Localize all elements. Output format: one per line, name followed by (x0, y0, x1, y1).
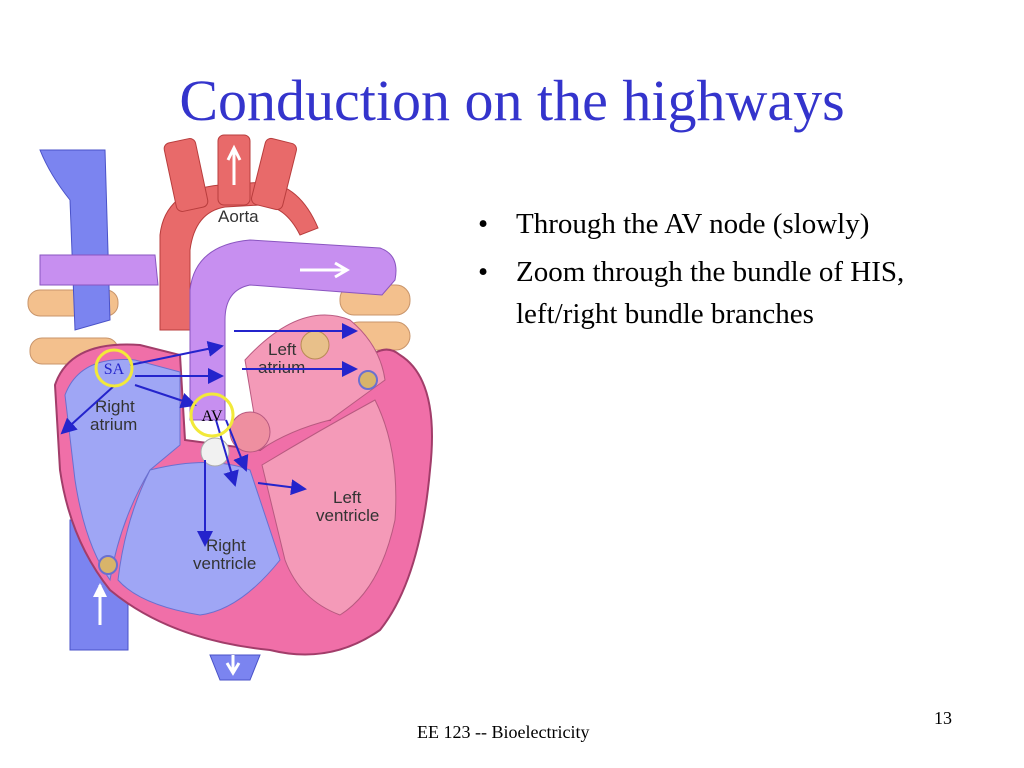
bullet-list: • Through the AV node (slowly) • Zoom thro… (478, 203, 998, 341)
slide-title: Conduction on the highways (179, 68, 845, 133)
bullet-item: • Zoom through the bundle of HIS, left/ri… (478, 251, 998, 335)
label-right-atrium-2: atrium (90, 415, 137, 434)
heart-diagram: Aorta Left atrium Right atrium Left vent… (27, 134, 433, 681)
label-right-ventricle-2: ventricle (193, 554, 256, 573)
bullet-item: • Through the AV node (slowly) (478, 203, 998, 245)
label-left-ventricle-2: ventricle (316, 506, 379, 525)
aorta (159, 134, 319, 331)
bullet-text: Through the AV node (slowly) (516, 208, 870, 240)
bullet-dot: • (478, 208, 489, 240)
label-left-atrium-2: atrium (258, 358, 305, 377)
heart-body (53, 314, 433, 681)
sa-node-label: SA (104, 361, 125, 378)
conduction-arrows (60, 323, 358, 547)
slide-footer: EE 123 -- Bioelectricity (417, 722, 590, 742)
bullet-text: Zoom through the bundle of HIS, left/rig… (516, 256, 905, 330)
page-number: 13 (934, 708, 952, 728)
label-left-atrium-1: Left (268, 340, 297, 359)
anatomy-labels: Aorta Left atrium Right atrium Left vent… (90, 207, 379, 573)
bullet-dot: • (478, 256, 489, 288)
pulmonary-artery (39, 239, 397, 421)
label-right-ventricle-1: Right (206, 536, 246, 555)
sa-node: SA (94, 348, 134, 388)
av-node: AV (189, 392, 235, 438)
label-right-atrium-1: Right (95, 397, 135, 416)
av-node-label: AV (201, 408, 222, 425)
label-aorta: Aorta (218, 207, 259, 226)
label-left-ventricle-1: Left (333, 488, 362, 507)
